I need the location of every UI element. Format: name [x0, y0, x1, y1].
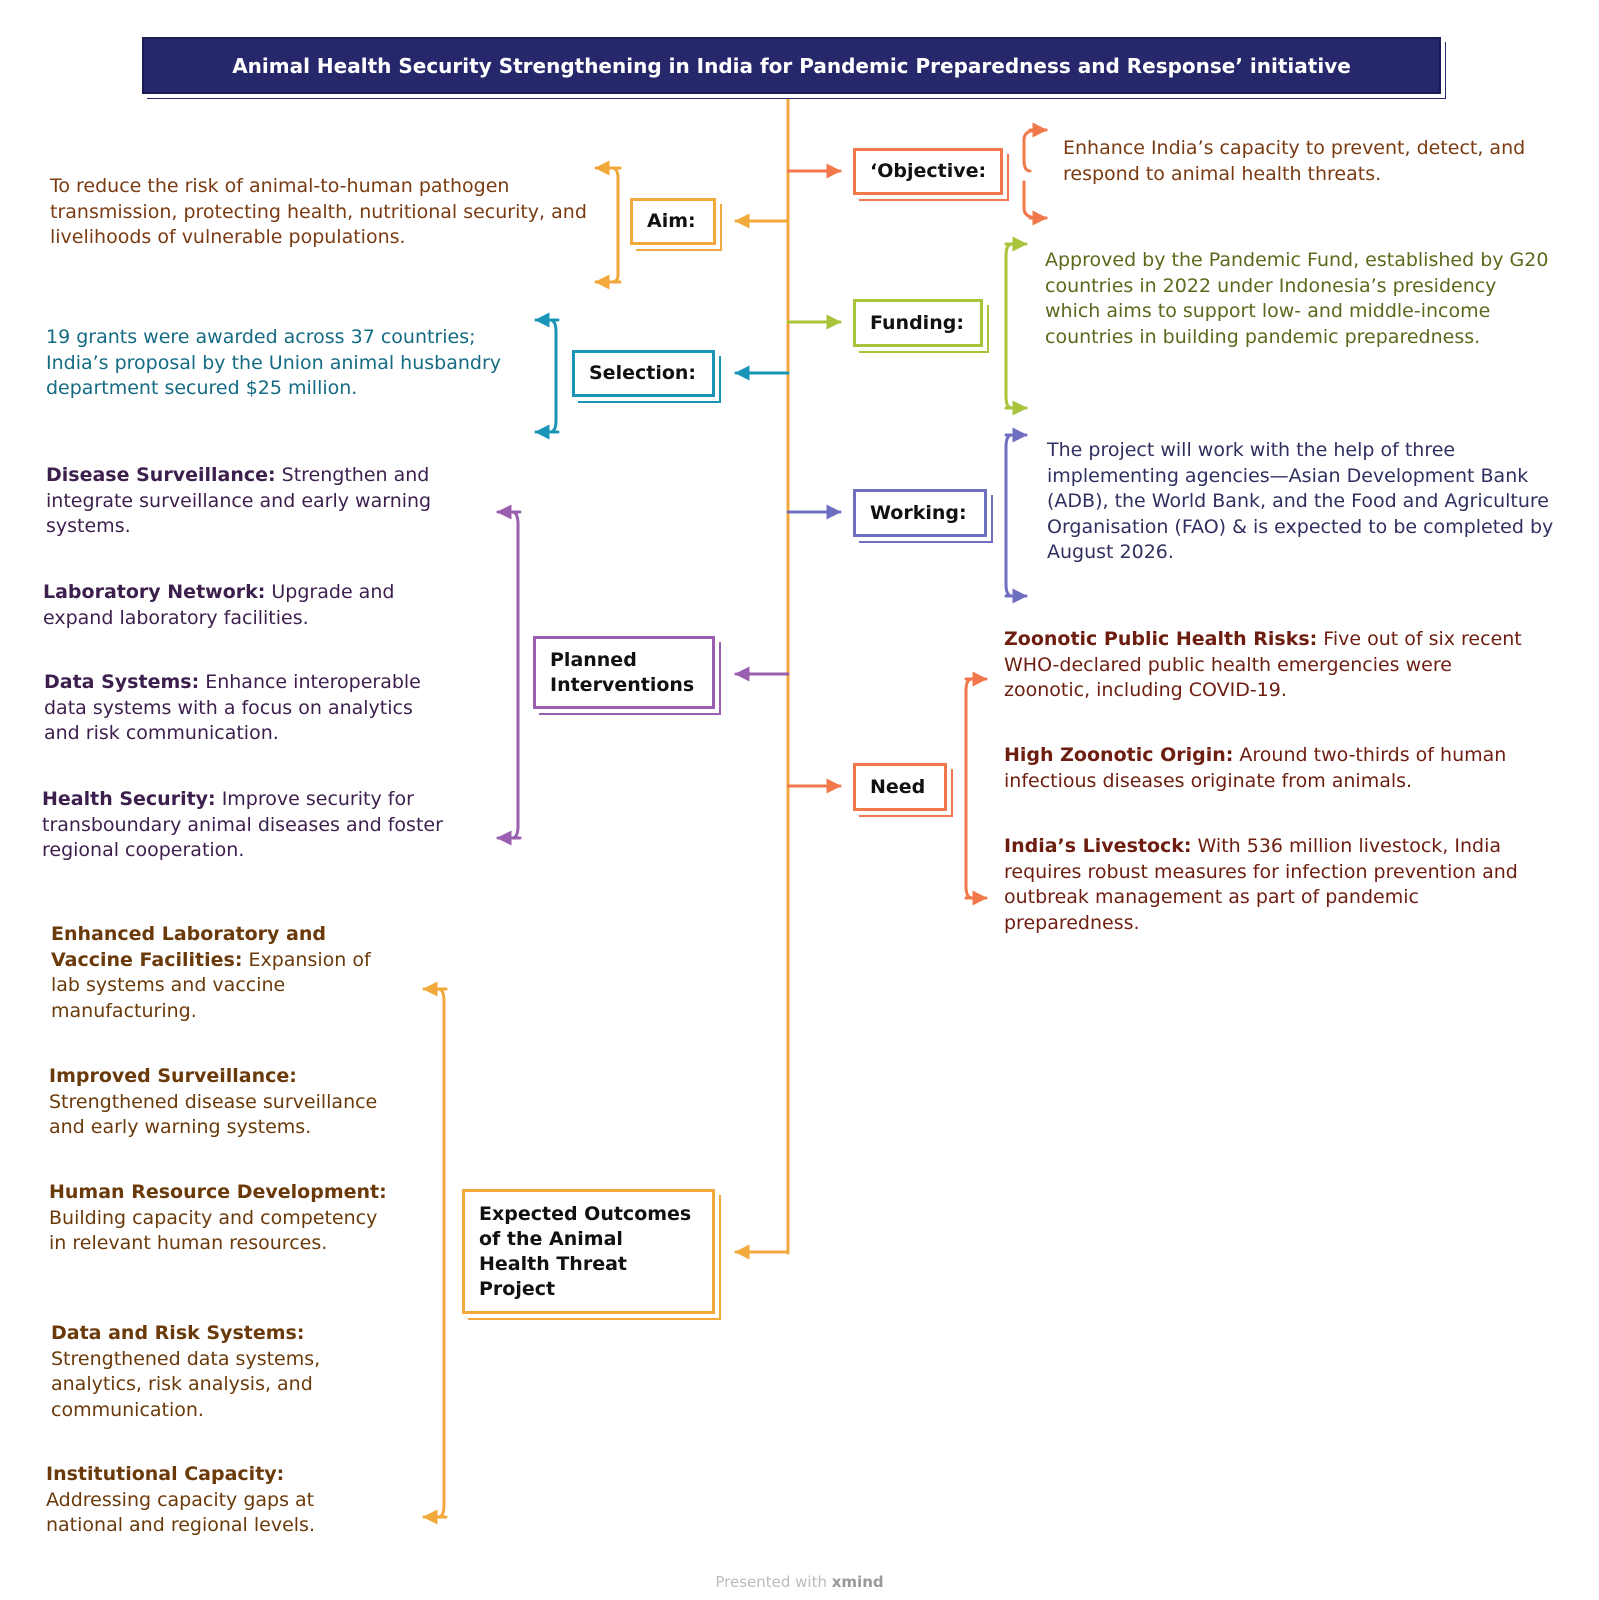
objective-node: ‘Objective:	[853, 148, 1003, 195]
outcome-item-body: Addressing capacity gaps at national and…	[46, 1488, 315, 1537]
working-label: Working:	[870, 501, 967, 524]
outcome-item-body: Strengthened disease surveillance and ea…	[49, 1090, 378, 1139]
aim-node: Aim:	[630, 198, 716, 245]
outcome-item-body: Expansion of lab systems and vaccine man…	[51, 948, 371, 1022]
planned-item-head: Laboratory Network:	[43, 581, 266, 603]
footer-brand: xmind	[831, 1573, 884, 1591]
funding-label: Funding:	[870, 311, 964, 334]
outcome-item-body: Building capacity and competency in rele…	[49, 1206, 378, 1255]
planned-item: Laboratory Network: Upgrade and expand l…	[43, 580, 423, 631]
footer-prefix: Presented with	[715, 1573, 832, 1591]
expected-outcomes-label: Expected Outcomes of the Animal Health T…	[479, 1202, 692, 1300]
outcome-item: Human Resource Development: Building cap…	[49, 1180, 399, 1257]
outcome-item: Institutional Capacity: Addressing capac…	[46, 1462, 366, 1539]
outcome-item: Data and Risk Systems: Strengthened data…	[51, 1321, 371, 1423]
planned-item-head: Health Security:	[42, 788, 216, 810]
need-item: Zoonotic Public Health Risks: Five out o…	[1004, 627, 1544, 704]
working-node: Working:	[853, 489, 987, 537]
selection-label: Selection:	[589, 362, 697, 384]
planned-item: Disease Surveillance: Strengthen and int…	[46, 463, 466, 540]
outcome-item-body: Strengthened data systems, analytics, ri…	[51, 1347, 321, 1421]
funding-text: Approved by the Pandemic Fund, establish…	[1045, 249, 1549, 348]
aim-label: Aim:	[647, 210, 696, 232]
outcome-item: Improved Surveillance: Strengthened dise…	[49, 1064, 409, 1141]
planned-interventions-label: Planned Interventions	[550, 648, 695, 696]
need-item-body: With 536 million livestock, India requir…	[1004, 835, 1518, 934]
outcome-item-head: Improved Surveillance:	[49, 1065, 297, 1087]
planned-item-body: Enhance interoperable data systems with …	[44, 671, 421, 744]
planned-item: Health Security: Improve security for tr…	[42, 787, 482, 864]
outcome-item-head: Enhanced Laboratory and Vaccine Faciliti…	[51, 923, 326, 971]
need-label: Need	[870, 775, 926, 798]
selection-text: 19 grants were awarded across 37 countri…	[46, 326, 502, 399]
planned-item-head: Data Systems:	[44, 671, 200, 693]
objective-text: Enhance India’s capacity to prevent, det…	[1063, 137, 1526, 185]
aim-text: To reduce the risk of animal-to-human pa…	[50, 175, 587, 248]
planned-item-body: Improve security for transboundary anima…	[42, 788, 443, 861]
outcome-item-head: Human Resource Development:	[49, 1181, 387, 1203]
need-item: High Zoonotic Origin: Around two-thirds …	[1004, 743, 1544, 794]
outcome-item: Enhanced Laboratory and Vaccine Faciliti…	[51, 922, 391, 1024]
planned-interventions-node: Planned Interventions	[533, 636, 715, 709]
need-node: Need	[853, 763, 947, 811]
expected-outcomes-node: Expected Outcomes of the Animal Health T…	[462, 1189, 715, 1314]
selection-node: Selection:	[572, 350, 715, 397]
planned-item-body: Strengthen and integrate surveillance an…	[46, 464, 432, 537]
need-item-body: Five out of six recent WHO-declared publ…	[1004, 628, 1522, 701]
need-item-head: High Zoonotic Origin:	[1004, 744, 1234, 766]
outcome-item-head: Institutional Capacity:	[46, 1463, 285, 1485]
planned-item-body: Upgrade and expand laboratory facilities…	[43, 581, 395, 629]
need-item: India’s Livestock: With 536 million live…	[1004, 834, 1524, 936]
planned-item: Data Systems: Enhance interoperable data…	[44, 670, 444, 747]
need-item-head: India’s Livestock:	[1004, 835, 1192, 857]
planned-item-head: Disease Surveillance:	[46, 464, 276, 486]
footer-credit: Presented with xmind	[0, 1573, 1599, 1591]
need-item-head: Zoonotic Public Health Risks:	[1004, 628, 1318, 650]
diagram-title: Animal Health Security Strengthening in …	[142, 37, 1441, 94]
objective-label: ‘Objective:	[870, 160, 987, 182]
diagram-title-text: Animal Health Security Strengthening in …	[232, 53, 1351, 78]
funding-node: Funding:	[853, 299, 983, 347]
working-text: The project will work with the help of t…	[1047, 439, 1554, 563]
outcome-item-head: Data and Risk Systems:	[51, 1322, 305, 1344]
need-item-body: Around two-thirds of human infectious di…	[1004, 744, 1507, 792]
